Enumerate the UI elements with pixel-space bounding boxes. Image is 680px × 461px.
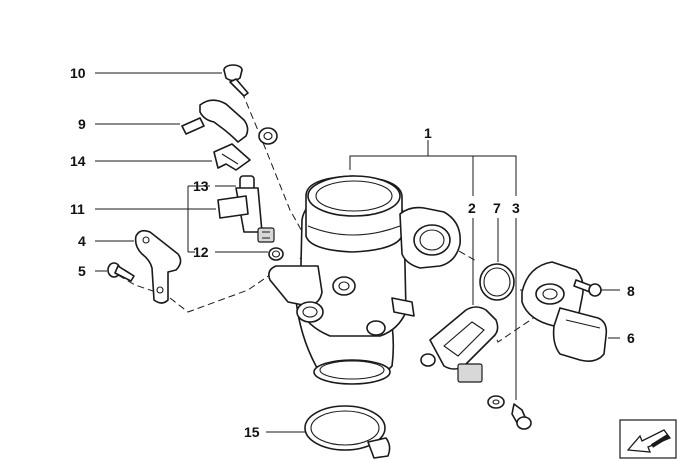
callout-8: 8	[627, 283, 635, 299]
callout-3: 3	[512, 200, 520, 216]
screw-5	[107, 262, 135, 282]
callout-11: 11	[70, 201, 85, 217]
actuator-6	[521, 261, 608, 362]
callout-2: 2	[468, 200, 476, 216]
callout-12: 12	[193, 244, 209, 260]
throttle-body-1	[268, 175, 461, 385]
o-ring-12	[268, 247, 284, 261]
clip-14	[213, 143, 251, 171]
callout-7: 7	[493, 200, 501, 216]
callout-6: 6	[627, 330, 635, 346]
callout-4: 4	[78, 233, 86, 249]
callout-5: 5	[78, 263, 86, 279]
callout-15: 15	[244, 424, 260, 440]
bracket-4	[134, 229, 182, 304]
callout-9: 9	[78, 116, 86, 132]
callout-10: 10	[70, 65, 86, 81]
sensor-2	[420, 306, 499, 383]
injector-11-13	[217, 175, 275, 243]
holder-9	[181, 99, 278, 145]
o-ring-7	[479, 263, 515, 301]
arrow-badge-icon	[619, 419, 677, 459]
hose-clamp-15	[304, 405, 391, 459]
callout-14: 14	[70, 153, 86, 169]
callout-13: 13	[193, 178, 209, 194]
bolt-8	[573, 279, 602, 297]
callout-1: 1	[424, 125, 432, 141]
leader-lines	[95, 72, 620, 433]
bolt-10	[223, 64, 249, 97]
washer-screw-3	[487, 395, 532, 430]
